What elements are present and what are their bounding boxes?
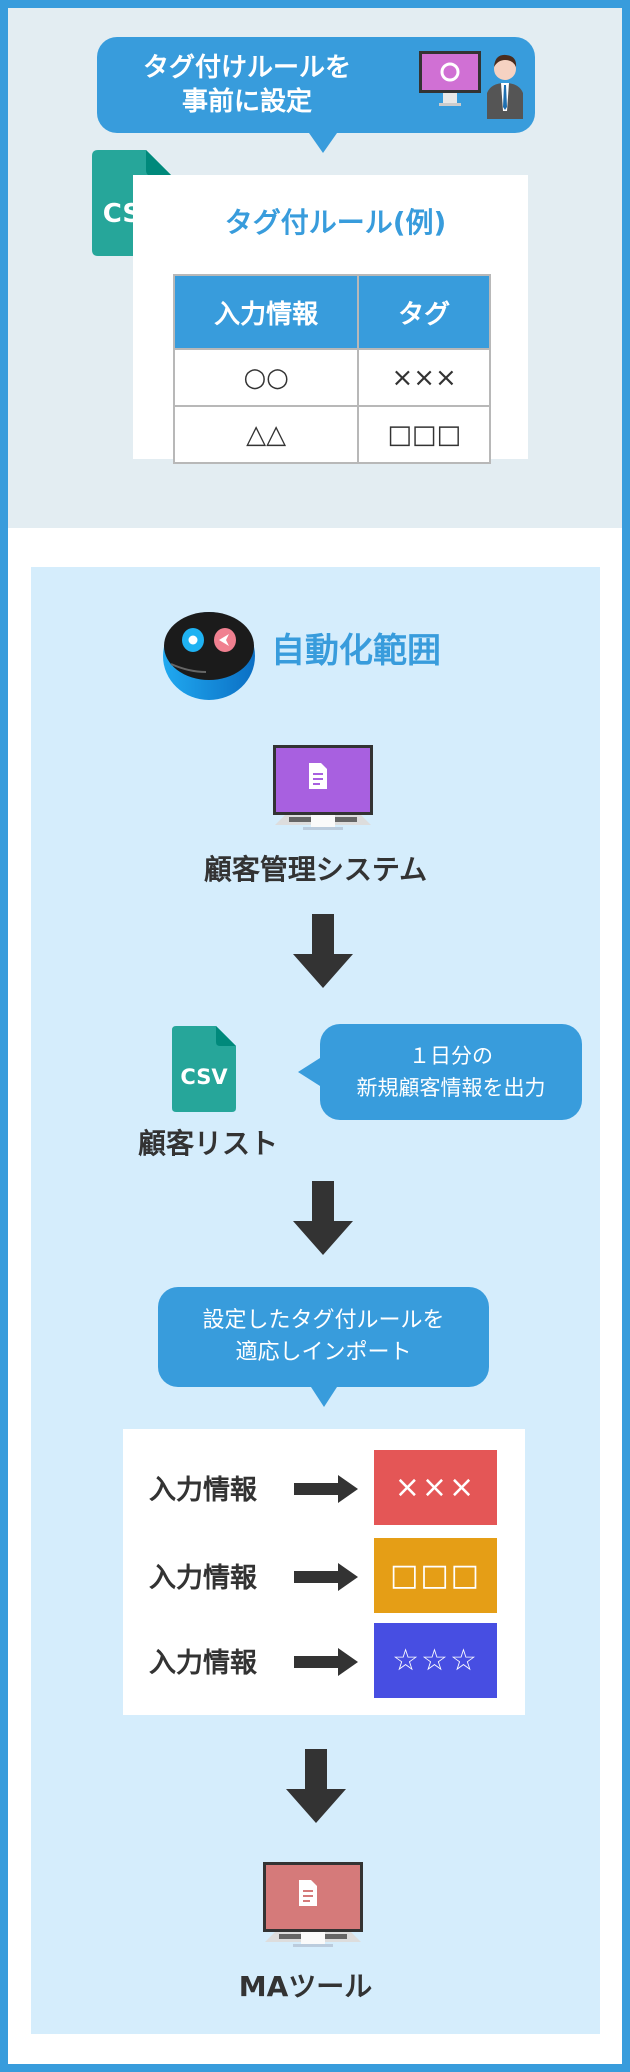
crm-label: 顧客管理システム [203,853,428,886]
header-tag: タグ [357,274,491,350]
tag-mapping-card: 入力情報 ××× 入力情報 □□□ 入力情報 ☆☆☆ [123,1429,525,1715]
right-arrow-icon [294,1563,358,1591]
mapping-tag-red: ××× [374,1450,497,1525]
mapping-row: 入力情報 ××× [123,1450,525,1525]
apply-bubble-line2: 適応しインポート [235,1340,412,1365]
table-header-row: 入力情報 タグ [172,274,491,350]
export-speech-bubble: １日分の 新規顧客情報を出力 [298,1024,582,1120]
crm-monitor-icon [273,745,373,830]
cell-tag: □□□ [357,405,491,464]
setup-bubble-line1: タグ付けルールを [142,53,351,83]
tag-rule-title: タグ付ルール(例) [224,206,447,239]
csv-file-icon: CSV [172,1026,236,1112]
mapping-input-label: 入力情報 [149,1648,257,1679]
robot-mascot-icon [163,612,255,700]
down-arrow-icon [286,1749,346,1823]
ma-tool-label: MAツール [238,1970,373,2003]
right-arrow-icon [294,1648,358,1676]
automation-panel: 自動化範囲 顧客管理システム CSV 顧客リスト １日分の 新規顧客情報を出力 … [31,567,600,2034]
mapping-row: 入力情報 ☆☆☆ [123,1623,525,1698]
cell-input: ○○ [172,348,360,407]
tag-rule-table: 入力情報 タグ ○○ ××× △△ □□□ [172,274,491,464]
mapping-input-label: 入力情報 [149,1475,257,1506]
csv-file-label: CSV [180,1065,228,1089]
mapping-tag-orange: □□□ [374,1538,497,1613]
down-arrow-icon [293,914,353,988]
export-bubble-line1: １日分の [409,1044,493,1068]
down-arrow-icon [293,1181,353,1255]
customer-list-label: 顧客リスト [137,1127,278,1160]
mapping-row: 入力情報 □□□ [123,1538,525,1613]
table-row: ○○ ××× [172,348,491,407]
header-input-info: 入力情報 [172,274,360,350]
cell-tag: ××× [357,348,491,407]
apply-bubble-line1: 設定したタグ付ルールを [202,1308,445,1333]
setup-section: タグ付けルールを 事前に設定 CSV タグ付ルール(例) [8,8,622,528]
setup-speech-bubble: タグ付けルールを 事前に設定 [97,37,535,153]
tag-rule-card: タグ付ルール(例) 入力情報 タグ ○○ ××× △△ □□□ [133,175,528,464]
right-arrow-icon [294,1475,358,1503]
ma-tool-monitor-icon [263,1862,363,1947]
setup-bubble-line2: 事前に設定 [181,87,312,117]
automation-scope-title: 自動化範囲 [271,631,441,671]
export-bubble-line2: 新規顧客情報を出力 [356,1076,546,1100]
table-row: △△ □□□ [172,405,491,464]
cell-input: △△ [172,405,360,464]
person-with-monitor-icon [419,51,523,119]
mapping-tag-blue: ☆☆☆ [374,1623,497,1698]
apply-speech-bubble: 設定したタグ付ルールを 適応しインポート [158,1287,489,1407]
mapping-input-label: 入力情報 [149,1563,257,1594]
